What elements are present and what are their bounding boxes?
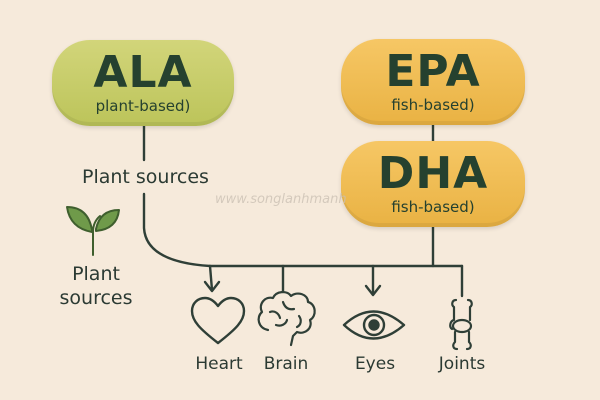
epa-subtitle: fish-based) bbox=[391, 96, 475, 114]
watermark: www.songlanhmanh bbox=[215, 192, 347, 207]
eyes-label: Eyes bbox=[354, 354, 396, 374]
heart-icon bbox=[190, 296, 246, 345]
joints-label: Joints bbox=[438, 354, 486, 374]
plant-sources-caption: Plant sources bbox=[50, 262, 142, 310]
heart-arrow-line bbox=[208, 264, 214, 292]
sprout-icon bbox=[66, 206, 120, 256]
brain-label: Brain bbox=[263, 354, 309, 374]
ala-title: ALA bbox=[93, 47, 193, 98]
dha-box: DHA fish-based) bbox=[341, 141, 525, 227]
heart-label: Heart bbox=[195, 354, 243, 374]
plant-sources-caption-line1: Plant bbox=[72, 263, 120, 285]
plant-sources-label: Plant sources bbox=[82, 166, 209, 188]
dha-title: DHA bbox=[377, 148, 489, 199]
ala-subtitle: plant-based) bbox=[95, 97, 191, 115]
ala-box: ALA plant-based) bbox=[52, 40, 234, 126]
epa-box: EPA fish-based) bbox=[341, 39, 525, 125]
eye-icon bbox=[342, 310, 406, 340]
brain-icon bbox=[257, 291, 316, 347]
ala-curve-connector bbox=[142, 192, 212, 268]
plant-sources-caption-line2: sources bbox=[59, 287, 133, 309]
eyes-arrowhead bbox=[364, 284, 382, 297]
heart-arrowhead bbox=[203, 280, 221, 293]
epa-title: EPA bbox=[385, 46, 481, 97]
joint-icon bbox=[449, 298, 473, 351]
dha-subtitle: fish-based) bbox=[391, 198, 475, 216]
